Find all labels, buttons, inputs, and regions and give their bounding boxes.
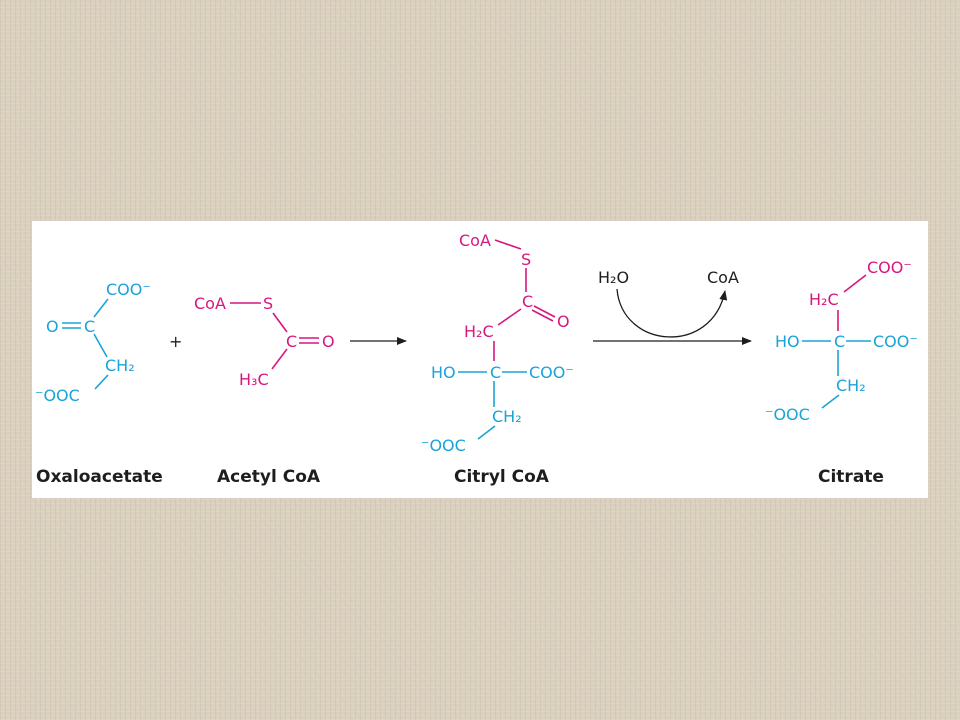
citrate-synthase-reaction-diagram: COO⁻ O C CH₂ ⁻OOC + CoA S C O H₃C CoA S … — [35, 231, 918, 487]
citrate-ho: HO — [775, 332, 800, 351]
acetyl-coa-bond-c-ch3 — [271, 348, 288, 370]
citrate-central-c: C — [834, 332, 845, 351]
citryl-coa-bond-ch2-ooc — [477, 425, 496, 440]
citryl-coa-coa: CoA — [459, 231, 491, 250]
coa-released-label: CoA — [707, 268, 739, 287]
oxaloacetate-structure: COO⁻ O C CH₂ ⁻OOC — [35, 280, 151, 405]
citryl-coa-coo-group: COO⁻ — [529, 363, 574, 382]
oxaloacetate-coo-group: COO⁻ — [106, 280, 151, 299]
hydrolysis-curved-arrow — [616, 288, 728, 338]
citrate-bond-ch2-ooc — [821, 394, 840, 409]
citryl-coa-bond-c-ch2 — [497, 308, 522, 326]
label-citryl-coa: Citryl CoA — [454, 467, 550, 487]
citrate-h2c: H₂C — [809, 290, 839, 309]
label-citrate: Citrate — [818, 467, 884, 487]
oxaloacetate-bond-c-ch2 — [93, 333, 108, 358]
oxaloacetate-central-c: C — [84, 317, 95, 336]
citryl-coa-structure: CoA S C O H₂C HO C COO⁻ CH₂ ⁻OOC — [421, 231, 574, 455]
water-label: H₂O — [598, 268, 629, 287]
citryl-coa-ooc-group: ⁻OOC — [421, 436, 466, 455]
citrate-ch2: CH₂ — [836, 376, 866, 395]
citrate-top-coo-group: COO⁻ — [867, 258, 912, 277]
citryl-coa-ch2: CH₂ — [492, 407, 522, 426]
acetyl-coa-sulfur: S — [263, 294, 273, 313]
acetyl-coa-carbonyl-c: C — [286, 332, 297, 351]
acetyl-coa-carbonyl-o: O — [322, 332, 335, 351]
citryl-coa-h2c: H₂C — [464, 322, 494, 341]
oxaloacetate-carbonyl-o: O — [46, 317, 59, 336]
oxaloacetate-ooc-group: ⁻OOC — [35, 386, 80, 405]
oxaloacetate-ch2: CH₂ — [105, 356, 135, 375]
acetyl-coa-coa: CoA — [194, 294, 226, 313]
citryl-coa-bond-coa-s — [494, 239, 522, 250]
reaction-panel: COO⁻ O C CH₂ ⁻OOC + CoA S C O H₃C CoA S … — [32, 221, 928, 498]
acetyl-coa-bond-s-c — [272, 312, 288, 333]
oxaloacetate-bond-ch2-ooc — [94, 374, 109, 390]
citryl-coa-ho: HO — [431, 363, 456, 382]
plus-sign: + — [169, 332, 182, 351]
acetyl-coa-structure: CoA S C O H₃C — [194, 294, 335, 389]
citrate-coo-group: COO⁻ — [873, 332, 918, 351]
citrate-bond-ch2-coo — [843, 274, 867, 293]
acetyl-coa-methyl: H₃C — [239, 370, 269, 389]
citrate-ooc-group: ⁻OOC — [765, 405, 810, 424]
citryl-coa-carbonyl-o: O — [557, 312, 570, 331]
oxaloacetate-bond-c-coo — [93, 298, 109, 318]
citryl-coa-central-c: C — [490, 363, 501, 382]
citryl-coa-carbonyl-c: C — [522, 292, 533, 311]
citryl-coa-sulfur: S — [521, 250, 531, 269]
citryl-coa-double-bond-1 — [533, 305, 556, 318]
citrate-structure: COO⁻ H₂C HO C COO⁻ CH₂ ⁻OOC — [765, 258, 918, 424]
label-acetyl-coa: Acetyl CoA — [217, 467, 321, 487]
label-oxaloacetate: Oxaloacetate — [36, 467, 163, 487]
citryl-coa-double-bond-2 — [531, 309, 554, 322]
